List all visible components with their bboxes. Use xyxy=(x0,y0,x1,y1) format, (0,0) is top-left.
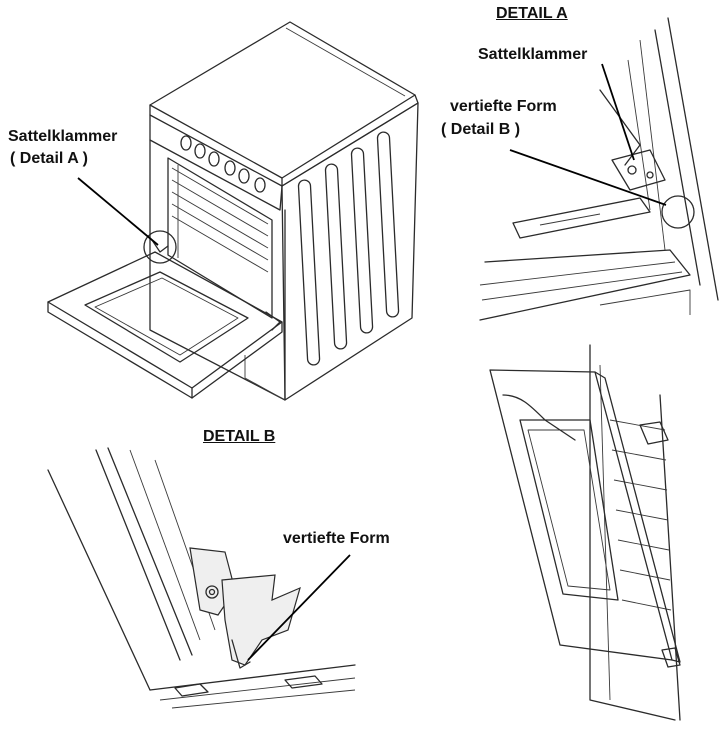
detail-b-marker xyxy=(661,195,695,229)
lower-hinge xyxy=(661,647,681,668)
door-frame-line-1 xyxy=(479,261,676,286)
recessed-form xyxy=(231,639,251,669)
main-clip-leader xyxy=(77,177,159,246)
open-door xyxy=(47,251,283,389)
tilted-door-glass-inner xyxy=(527,429,611,591)
door-edge-2 xyxy=(95,449,181,661)
oven-racks xyxy=(171,165,269,273)
door-frame-line-2 xyxy=(481,271,683,301)
wall-edge-inner xyxy=(654,29,701,286)
open-door-thickness-right xyxy=(191,321,283,399)
saddle-clip xyxy=(611,149,666,191)
door-frame xyxy=(479,249,691,321)
clip-rivet xyxy=(627,165,637,175)
detail-a-marker xyxy=(143,230,177,264)
rail-clip-2 xyxy=(284,675,323,689)
door-edge-1 xyxy=(47,469,151,691)
detail-a-heading: DETAIL A xyxy=(496,5,568,22)
cabinet-racks xyxy=(609,419,672,611)
tilted-door-glass xyxy=(519,419,619,601)
hinge-pin-inner xyxy=(208,588,216,596)
hinge-sketch xyxy=(151,239,169,253)
hinge-pin xyxy=(205,585,219,599)
door-glass xyxy=(84,271,249,363)
main-clip-label: Sattelklammer xyxy=(8,128,118,145)
wall-edge-2 xyxy=(639,39,666,251)
door-edge-3 xyxy=(107,447,193,656)
rail-3 xyxy=(171,689,356,709)
cooker-top-front-edge xyxy=(149,104,283,187)
door-edge-4 xyxy=(129,449,201,641)
tilted-door-thickness xyxy=(594,371,681,663)
detail-b-heading: DETAIL B xyxy=(203,428,276,445)
clip-rivet-2 xyxy=(646,171,654,179)
open-door-thickness xyxy=(47,301,193,399)
cabinet-inner-edge xyxy=(599,364,611,701)
hinge-arm-b xyxy=(221,574,301,666)
detail-a-form-sublabel: ( Detail B ) xyxy=(441,121,521,138)
cooker-illustration xyxy=(47,21,419,401)
main-clip-sublabel: ( Detail A ) xyxy=(10,150,88,167)
cabinet-edge xyxy=(589,344,676,721)
side-panel xyxy=(281,102,419,401)
hinge-slot-line xyxy=(539,213,601,226)
detail-a-clip-label: Sattelklammer xyxy=(478,46,588,63)
side-vents xyxy=(297,131,400,366)
detail-a-form-label: vertiefte Form xyxy=(450,98,557,115)
upper-hinge xyxy=(639,421,669,445)
detail-b-form-leader xyxy=(247,554,351,661)
hinge-sketch-right xyxy=(265,311,281,331)
detail-a-illustration xyxy=(479,17,719,321)
bottom-edge xyxy=(599,289,691,315)
tilted-door xyxy=(489,369,673,661)
drawer-edge xyxy=(244,355,286,401)
door-removal-illustration xyxy=(489,344,681,721)
detail-b-illustration xyxy=(47,447,356,709)
door-glass-inner xyxy=(94,277,239,356)
detail-a-form-leader xyxy=(509,149,667,206)
hinge-slot xyxy=(512,197,651,239)
back-rim xyxy=(285,27,406,97)
detail-a-clip-leader xyxy=(601,63,635,161)
tilted-door-handle xyxy=(502,394,576,441)
rail-clip-1 xyxy=(174,683,209,697)
control-panel xyxy=(149,114,283,211)
cabinet-right-edge xyxy=(659,394,681,721)
rail-1 xyxy=(149,664,356,691)
cooker-top xyxy=(149,21,416,179)
oven-opening xyxy=(167,157,273,319)
detail-b-form-label: vertiefte Form xyxy=(283,530,390,547)
hinge-arm xyxy=(599,89,641,166)
control-knobs xyxy=(180,135,266,193)
cooker-top-edge xyxy=(281,94,419,187)
rail-2 xyxy=(159,677,356,701)
wall-edge-outer xyxy=(667,17,719,301)
